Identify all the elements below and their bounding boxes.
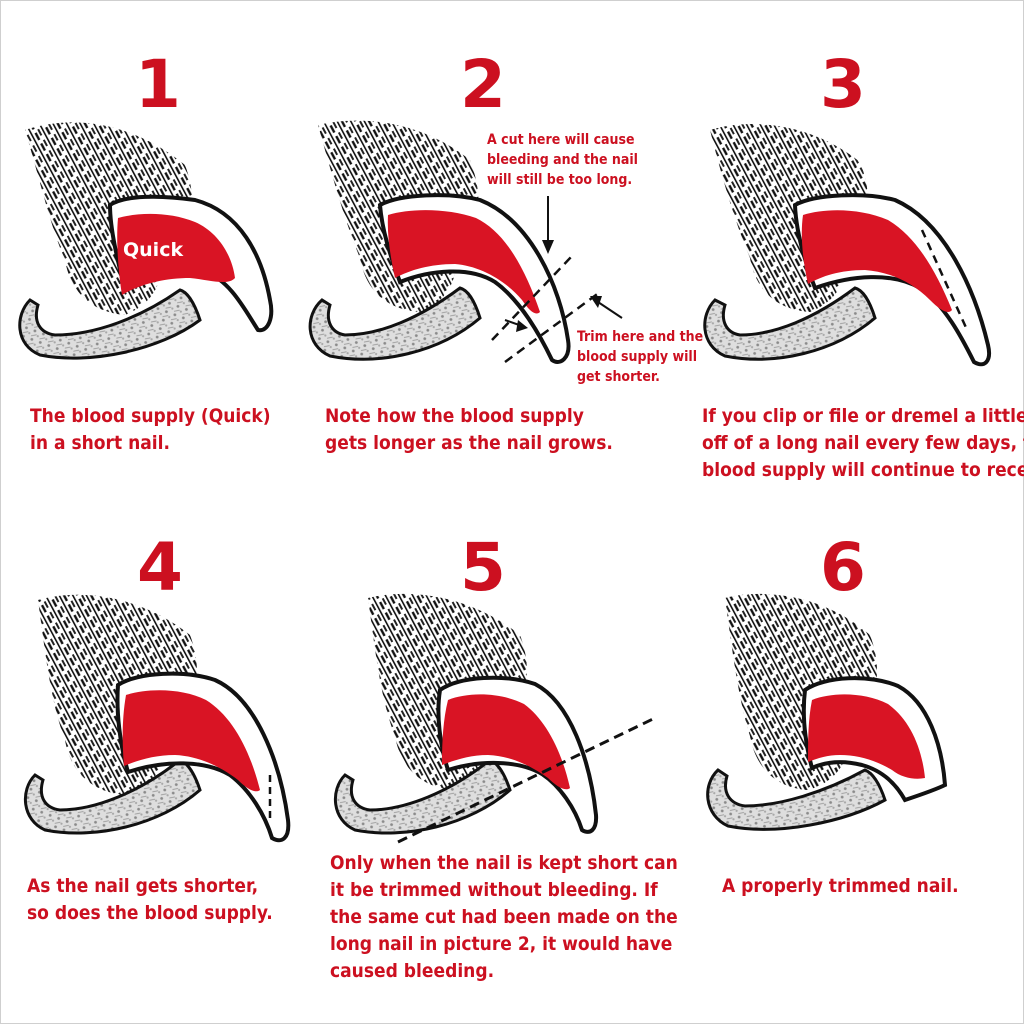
caption-line: As the nail gets shorter, <box>27 875 259 897</box>
toe-pad <box>308 286 482 361</box>
step-number-5: 5 <box>460 529 506 606</box>
quick-label: Quick <box>123 239 183 261</box>
nail-diagram-6 <box>706 593 948 831</box>
quick <box>808 694 925 779</box>
quick <box>442 694 570 790</box>
quick <box>122 690 260 792</box>
caption-2: Note how the blood supply gets longer as… <box>325 403 613 457</box>
nail-diagram-3 <box>703 124 991 367</box>
nail-diagram-4 <box>23 594 291 843</box>
caption-line: in a short nail. <box>30 432 171 454</box>
nail-diagram-2 <box>308 120 623 364</box>
arrow-head <box>590 296 602 308</box>
toe-pad <box>23 758 202 835</box>
trim-guide <box>920 229 970 333</box>
trim-advice-line: Trim here and the <box>577 329 704 345</box>
trim-advice-line: get shorter. <box>577 369 660 385</box>
toe-pad <box>18 288 202 360</box>
step-number-3: 3 <box>820 46 866 123</box>
caption-4: As the nail gets shorter, so does the bl… <box>27 873 273 927</box>
caption-line: Note how the blood supply <box>325 405 584 427</box>
caption-line: the same cut had been made on the <box>330 906 678 928</box>
toe-pad <box>706 768 887 831</box>
toe-pad <box>333 758 512 835</box>
caption-3: If you clip or file or dremel a little o… <box>702 403 1024 484</box>
cut-warning-line: A cut here will cause <box>487 132 635 148</box>
arrow-head <box>542 240 554 254</box>
cut-line-bleeding <box>491 255 573 341</box>
step-number-6: 6 <box>820 529 866 606</box>
caption-line: gets longer as the nail grows. <box>325 432 613 454</box>
trim-advice-note: Trim here and the blood supply will get … <box>577 327 703 387</box>
cut-warning-line: bleeding and the nail <box>487 152 638 168</box>
cut-warning-note: A cut here will cause bleeding and the n… <box>487 130 638 190</box>
quick <box>387 210 540 314</box>
caption-5: Only when the nail is kept short can it … <box>330 850 678 985</box>
nail-diagram-1: Quick <box>18 122 274 360</box>
caption-line: The blood supply (Quick) <box>30 405 271 427</box>
caption-line: it be trimmed without bleeding. If <box>330 879 658 901</box>
caption-line: If you clip or file or dremel a little <box>702 405 1024 427</box>
trim-advice-line: blood supply will <box>577 349 698 365</box>
toe-pad <box>703 286 877 361</box>
caption-line: so does the blood supply. <box>27 902 273 924</box>
quick <box>801 210 952 312</box>
caption-6: A properly trimmed nail. <box>722 873 959 900</box>
step-number-2: 2 <box>460 46 506 123</box>
caption-line: long nail in picture 2, it would have <box>330 933 673 955</box>
step-number-4: 4 <box>137 529 183 606</box>
caption-line: blood supply will continue to recede. <box>702 459 1024 481</box>
arrow-trim <box>597 301 623 319</box>
caption-line: caused bleeding. <box>330 960 495 982</box>
caption-line: off of a long nail every few days, the <box>702 432 1024 454</box>
cut-line-trim <box>504 290 601 364</box>
arrow-head <box>516 320 528 332</box>
step-number-1: 1 <box>135 46 181 123</box>
nail-diagram-5 <box>333 593 656 844</box>
cut-warning-line: will still be too long. <box>487 172 633 188</box>
quick <box>117 213 235 295</box>
caption-1: The blood supply (Quick) in a short nail… <box>30 403 271 457</box>
caption-line: A properly trimmed nail. <box>722 875 959 897</box>
caption-line: Only when the nail is kept short can <box>330 852 678 874</box>
